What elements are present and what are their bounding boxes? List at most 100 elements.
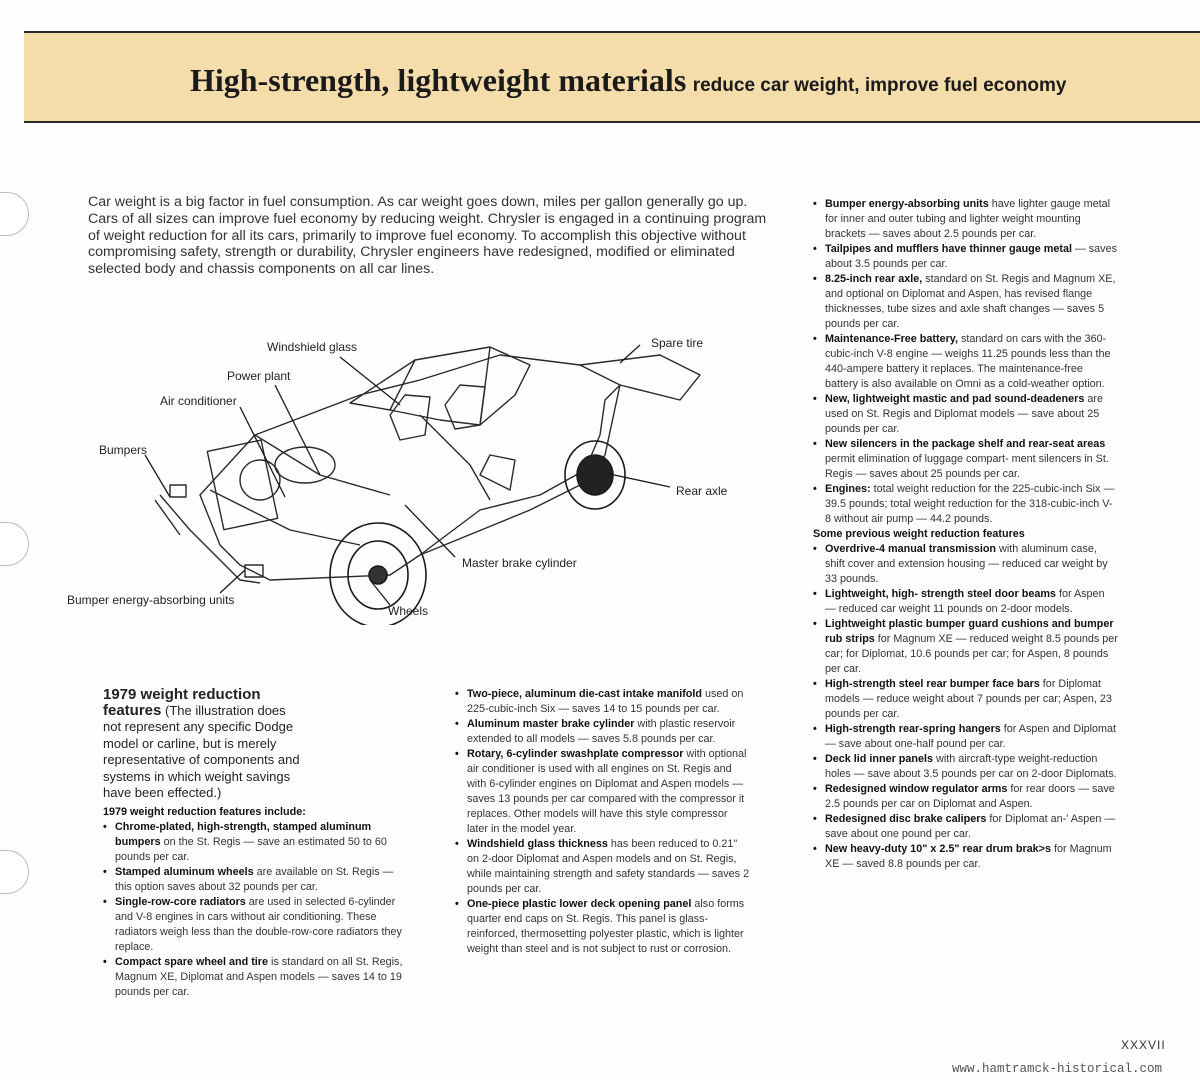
item-text: for Aspen — reduced car weight 11 pounds… <box>825 588 1105 615</box>
item-text: with aircraft-type weight-reduction hole… <box>825 753 1117 780</box>
list-item: • New silencers in the package shelf and … <box>813 437 1118 482</box>
item-title: Rotary, 6-cylinder swashplate compressor <box>467 748 684 760</box>
list-item: •Tailpipes and mufflers have thinner gau… <box>813 242 1118 272</box>
bullet-icon: • <box>103 866 107 878</box>
list-item: • Single-row-core radiators are used in s… <box>103 895 403 955</box>
item-title: New, lightweight mastic and pad sound-de… <box>825 393 1085 405</box>
item-title: New silencers in the package shelf and r… <box>825 438 1106 450</box>
label-spare-tire: Spare tire <box>651 336 704 350</box>
label-air-conditioner: Air conditioner <box>160 394 237 408</box>
item-title: Redesigned disc brake calipers <box>825 813 987 825</box>
list-item: •8.25-inch rear axle, standard on St. Re… <box>813 272 1118 332</box>
punch-hole <box>0 522 29 566</box>
item-title: Engines: <box>825 483 871 495</box>
item-title: One-piece plastic lower deck opening pan… <box>467 898 692 910</box>
list-item: •High-strength rear-spring hangers for A… <box>813 722 1118 752</box>
item-text: total weight reduction for the 225-cubic… <box>825 483 1115 525</box>
bullet-icon: • <box>813 333 817 345</box>
leader-bumpers <box>144 454 171 498</box>
section-heading-block: 1979 weight reduction features (The illu… <box>103 686 303 801</box>
list-item: •Stamped aluminum wheels are available o… <box>103 865 403 895</box>
bullet-icon: • <box>813 813 817 825</box>
label-bumper-energy-units: Bumper energy-absorbing units <box>67 593 235 607</box>
item-text: standard on cars with the 360-cubic-inch… <box>825 333 1111 390</box>
list-item: •Two-piece, aluminum die-cast intake man… <box>455 687 750 717</box>
list-item: • New heavy-duty 10" x 2.5" rear drum bra… <box>813 842 1118 872</box>
item-title: Tailpipes and mufflers have thinner gaug… <box>825 243 1072 255</box>
previous-features-heading: Some previous weight reduction features <box>813 528 1025 540</box>
bullet-icon: • <box>813 543 817 555</box>
item-text: with aluminum case, shift cover and exte… <box>825 543 1108 585</box>
bullet-icon: • <box>813 753 817 765</box>
list-item: • Lightweight, high- strength steel door … <box>813 587 1118 617</box>
list-item: •Compact spare wheel and tire is standar… <box>103 955 403 1000</box>
item-text: — saves about 3.5 pounds per car. <box>825 243 1117 270</box>
top-rule <box>24 31 1200 33</box>
list-item: • Aluminum master brake cylinder with pla… <box>455 717 750 747</box>
bullet-icon: • <box>813 588 817 600</box>
item-text: have lighter gauge metal for inner and o… <box>825 198 1111 240</box>
title-sub: reduce car weight, improve fuel economy <box>692 75 1067 96</box>
item-title: Deck lid inner panels <box>825 753 934 765</box>
item-title: Windshield glass thickness <box>467 838 608 850</box>
punch-hole <box>0 850 29 894</box>
item-title: Single-row-core radiators <box>115 896 246 908</box>
list-item: • Rotary, 6-cylinder swashplate compresso… <box>455 747 750 837</box>
item-text: for Diplomat an-' Aspen — save about one… <box>825 813 1116 840</box>
item-text: are used in selected 6-cylinder and V-8 … <box>115 896 402 953</box>
leader-bumper-units <box>219 569 246 594</box>
item-title: Redesigned window regulator arms <box>825 783 1008 795</box>
item-title: Overdrive-4 manual transmission <box>825 543 997 555</box>
item-title: Compact spare wheel and tire <box>115 956 269 968</box>
section-description: features (The illustration does not repr… <box>103 702 303 801</box>
item-text: for Magnum XE — reduced weight 8.5 pound… <box>825 633 1118 675</box>
label-windshield-glass: Windshield glass <box>267 340 358 354</box>
list-item: •Windshield glass thickness has been red… <box>455 837 750 897</box>
bullet-icon: • <box>103 896 107 908</box>
item-title: Lightweight plastic bumper guard cushion… <box>825 618 1114 645</box>
bullet-icon: • <box>455 718 459 730</box>
item-title: New heavy-duty 10" x 2.5" rear drum brak… <box>825 843 1051 855</box>
page-title: High-strength, lightweight materials red… <box>190 62 1067 99</box>
item-title: Aluminum master brake cylinder <box>467 718 635 730</box>
list-item: • Maintenance-Free battery, standard on c… <box>813 332 1118 392</box>
item-text: for rear doors — save 2.5 pounds per car… <box>825 783 1115 810</box>
bullet-icon: • <box>455 748 459 760</box>
bullet-icon: • <box>455 898 459 910</box>
bullet-icon: • <box>813 273 817 285</box>
item-title: High-strength rear-spring hangers <box>825 723 1001 735</box>
list-item: •Chrome-plated, high-strength, stamped a… <box>103 820 403 865</box>
leader-power-plant <box>274 384 321 476</box>
item-text: standard on St. Regis and Magnum XE, and… <box>825 273 1116 330</box>
col3-items-previous: • Overdrive-4 manual transmission with al… <box>813 542 1118 872</box>
leader-air-conditioner <box>239 406 286 498</box>
item-text: also forms quarter end caps on St. Regis… <box>467 898 745 955</box>
item-title: Chrome-plated, high-strength, stamped al… <box>115 821 372 848</box>
item-text: for Aspen and Diplomat — save about one-… <box>825 723 1117 750</box>
item-text: are available on St. Regis — this option… <box>115 866 394 893</box>
item-text: with plastic reservoir extended to all m… <box>467 718 736 745</box>
list-item: •High-strength steel rear bumper face ba… <box>813 677 1118 722</box>
leader-wheels <box>369 579 391 606</box>
punch-hole <box>0 192 29 236</box>
item-title: Maintenance-Free battery, <box>825 333 958 345</box>
list-item: • One-piece plastic lower deck opening pa… <box>455 897 750 957</box>
bottom-rule <box>24 121 1200 123</box>
col1-items: • Chrome-plated, high-strength, stamped a… <box>103 820 403 1000</box>
label-bumpers: Bumpers <box>99 443 148 457</box>
leader-spare-tire <box>619 344 641 364</box>
label-power-plant: Power plant <box>227 369 291 383</box>
item-title: Lightweight, high- strength steel door b… <box>825 588 1056 600</box>
bullet-icon: • <box>813 843 817 855</box>
watermark-url: www.hamtramck-historical.com <box>952 1062 1163 1076</box>
list-item: •Lightweight plastic bumper guard cushio… <box>813 617 1118 677</box>
column-3-list: •Bumper energy-absorbing units have ligh… <box>813 197 1118 872</box>
bullet-icon: • <box>455 838 459 850</box>
column-1-list: 1979 weight reduction features include: … <box>103 805 403 1000</box>
item-text: on the St. Regis — save an estimated 50 … <box>115 836 387 863</box>
item-text: used on 225-cubic-inch Six — saves 14 to… <box>467 688 744 715</box>
bullet-icon: • <box>813 438 817 450</box>
item-text: are used on St. Regis and Diplomat model… <box>825 393 1103 435</box>
item-text: for Diplomat models — reduce weight abou… <box>825 678 1112 720</box>
list-item: • Deck lid inner panels with aircraft-typ… <box>813 752 1118 782</box>
